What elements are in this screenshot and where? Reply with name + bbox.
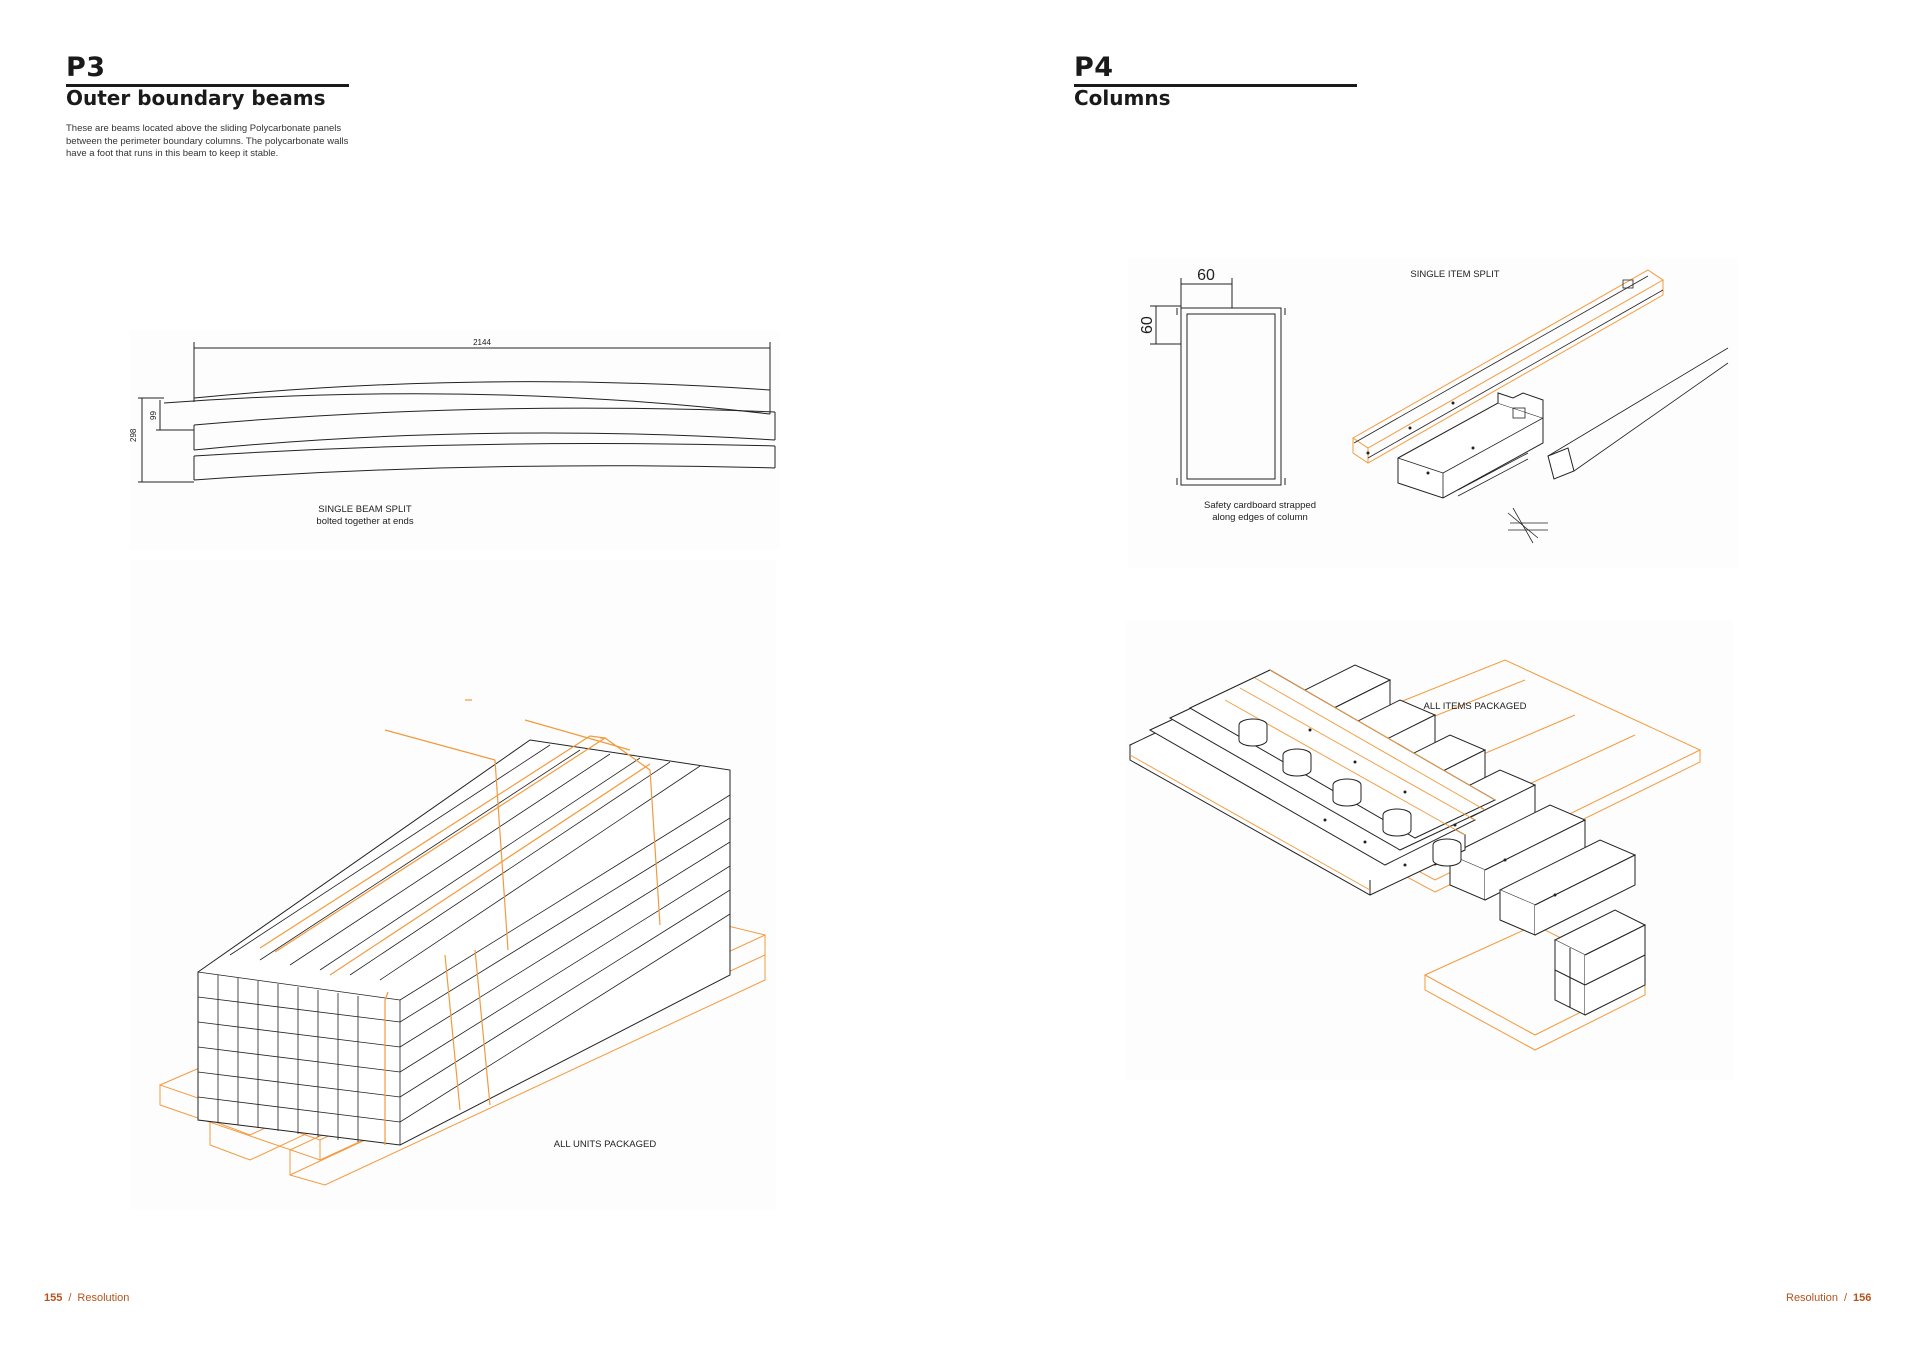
column-dim-top: 60 xyxy=(1197,267,1215,284)
section-code: P3 xyxy=(66,52,106,83)
column-section-caption-line2: along edges of column xyxy=(1212,512,1308,523)
beam-height-dim: 298 xyxy=(130,428,138,442)
section-code: P4 xyxy=(1074,52,1114,83)
column-dim-side: 60 xyxy=(1139,316,1156,334)
column-section-caption-line1: Safety cardboard strapped xyxy=(1204,500,1316,511)
beam-split-caption-line2: bolted together at ends xyxy=(316,516,414,527)
beam-length-dim: 2144 xyxy=(473,338,491,347)
column-drawings: 60 60 xyxy=(1128,258,1738,568)
columns-packaged-drawing xyxy=(1125,620,1733,1080)
section-title: Columns xyxy=(1074,86,1171,110)
footer-separator: / xyxy=(68,1292,72,1304)
column-section-caption: Safety cardboard strapped along edges of… xyxy=(1180,500,1340,524)
beam-offset-dim: 99 xyxy=(149,411,158,420)
page-number: 155 xyxy=(44,1292,63,1304)
left-page: P3 Outer boundary beams These are beams … xyxy=(44,52,780,1304)
page-footer: Resolution / 156 xyxy=(1786,1292,1871,1304)
section-rule xyxy=(1074,84,1357,87)
columns-packaged-caption: ALL ITEMS PACKAGED xyxy=(1423,701,1527,712)
section-title: Outer boundary beams xyxy=(66,86,326,110)
beam-split-caption: SINGLE BEAM SPLIT bolted together at end… xyxy=(290,504,440,528)
page-number: 156 xyxy=(1853,1292,1872,1304)
page-footer: 155 / Resolution xyxy=(44,1292,129,1304)
beams-packaged-caption: ALL UNITS PACKAGED xyxy=(553,1139,657,1150)
beam-split-drawing: 2144 298 99 xyxy=(130,330,780,550)
right-page: P4 Columns 60 60 xyxy=(960,0,1920,1354)
single-item-split-caption: SINGLE ITEM SPLIT xyxy=(1410,269,1500,280)
beam-split-caption-line1: SINGLE BEAM SPLIT xyxy=(318,504,412,515)
footer-section: Resolution xyxy=(77,1292,130,1304)
section-rule xyxy=(66,84,349,87)
footer-separator: / xyxy=(1843,1292,1848,1304)
footer-section: Resolution xyxy=(1786,1292,1838,1304)
section-description: These are beams located above the slidin… xyxy=(66,123,349,159)
beams-packaged-drawing xyxy=(130,560,776,1210)
